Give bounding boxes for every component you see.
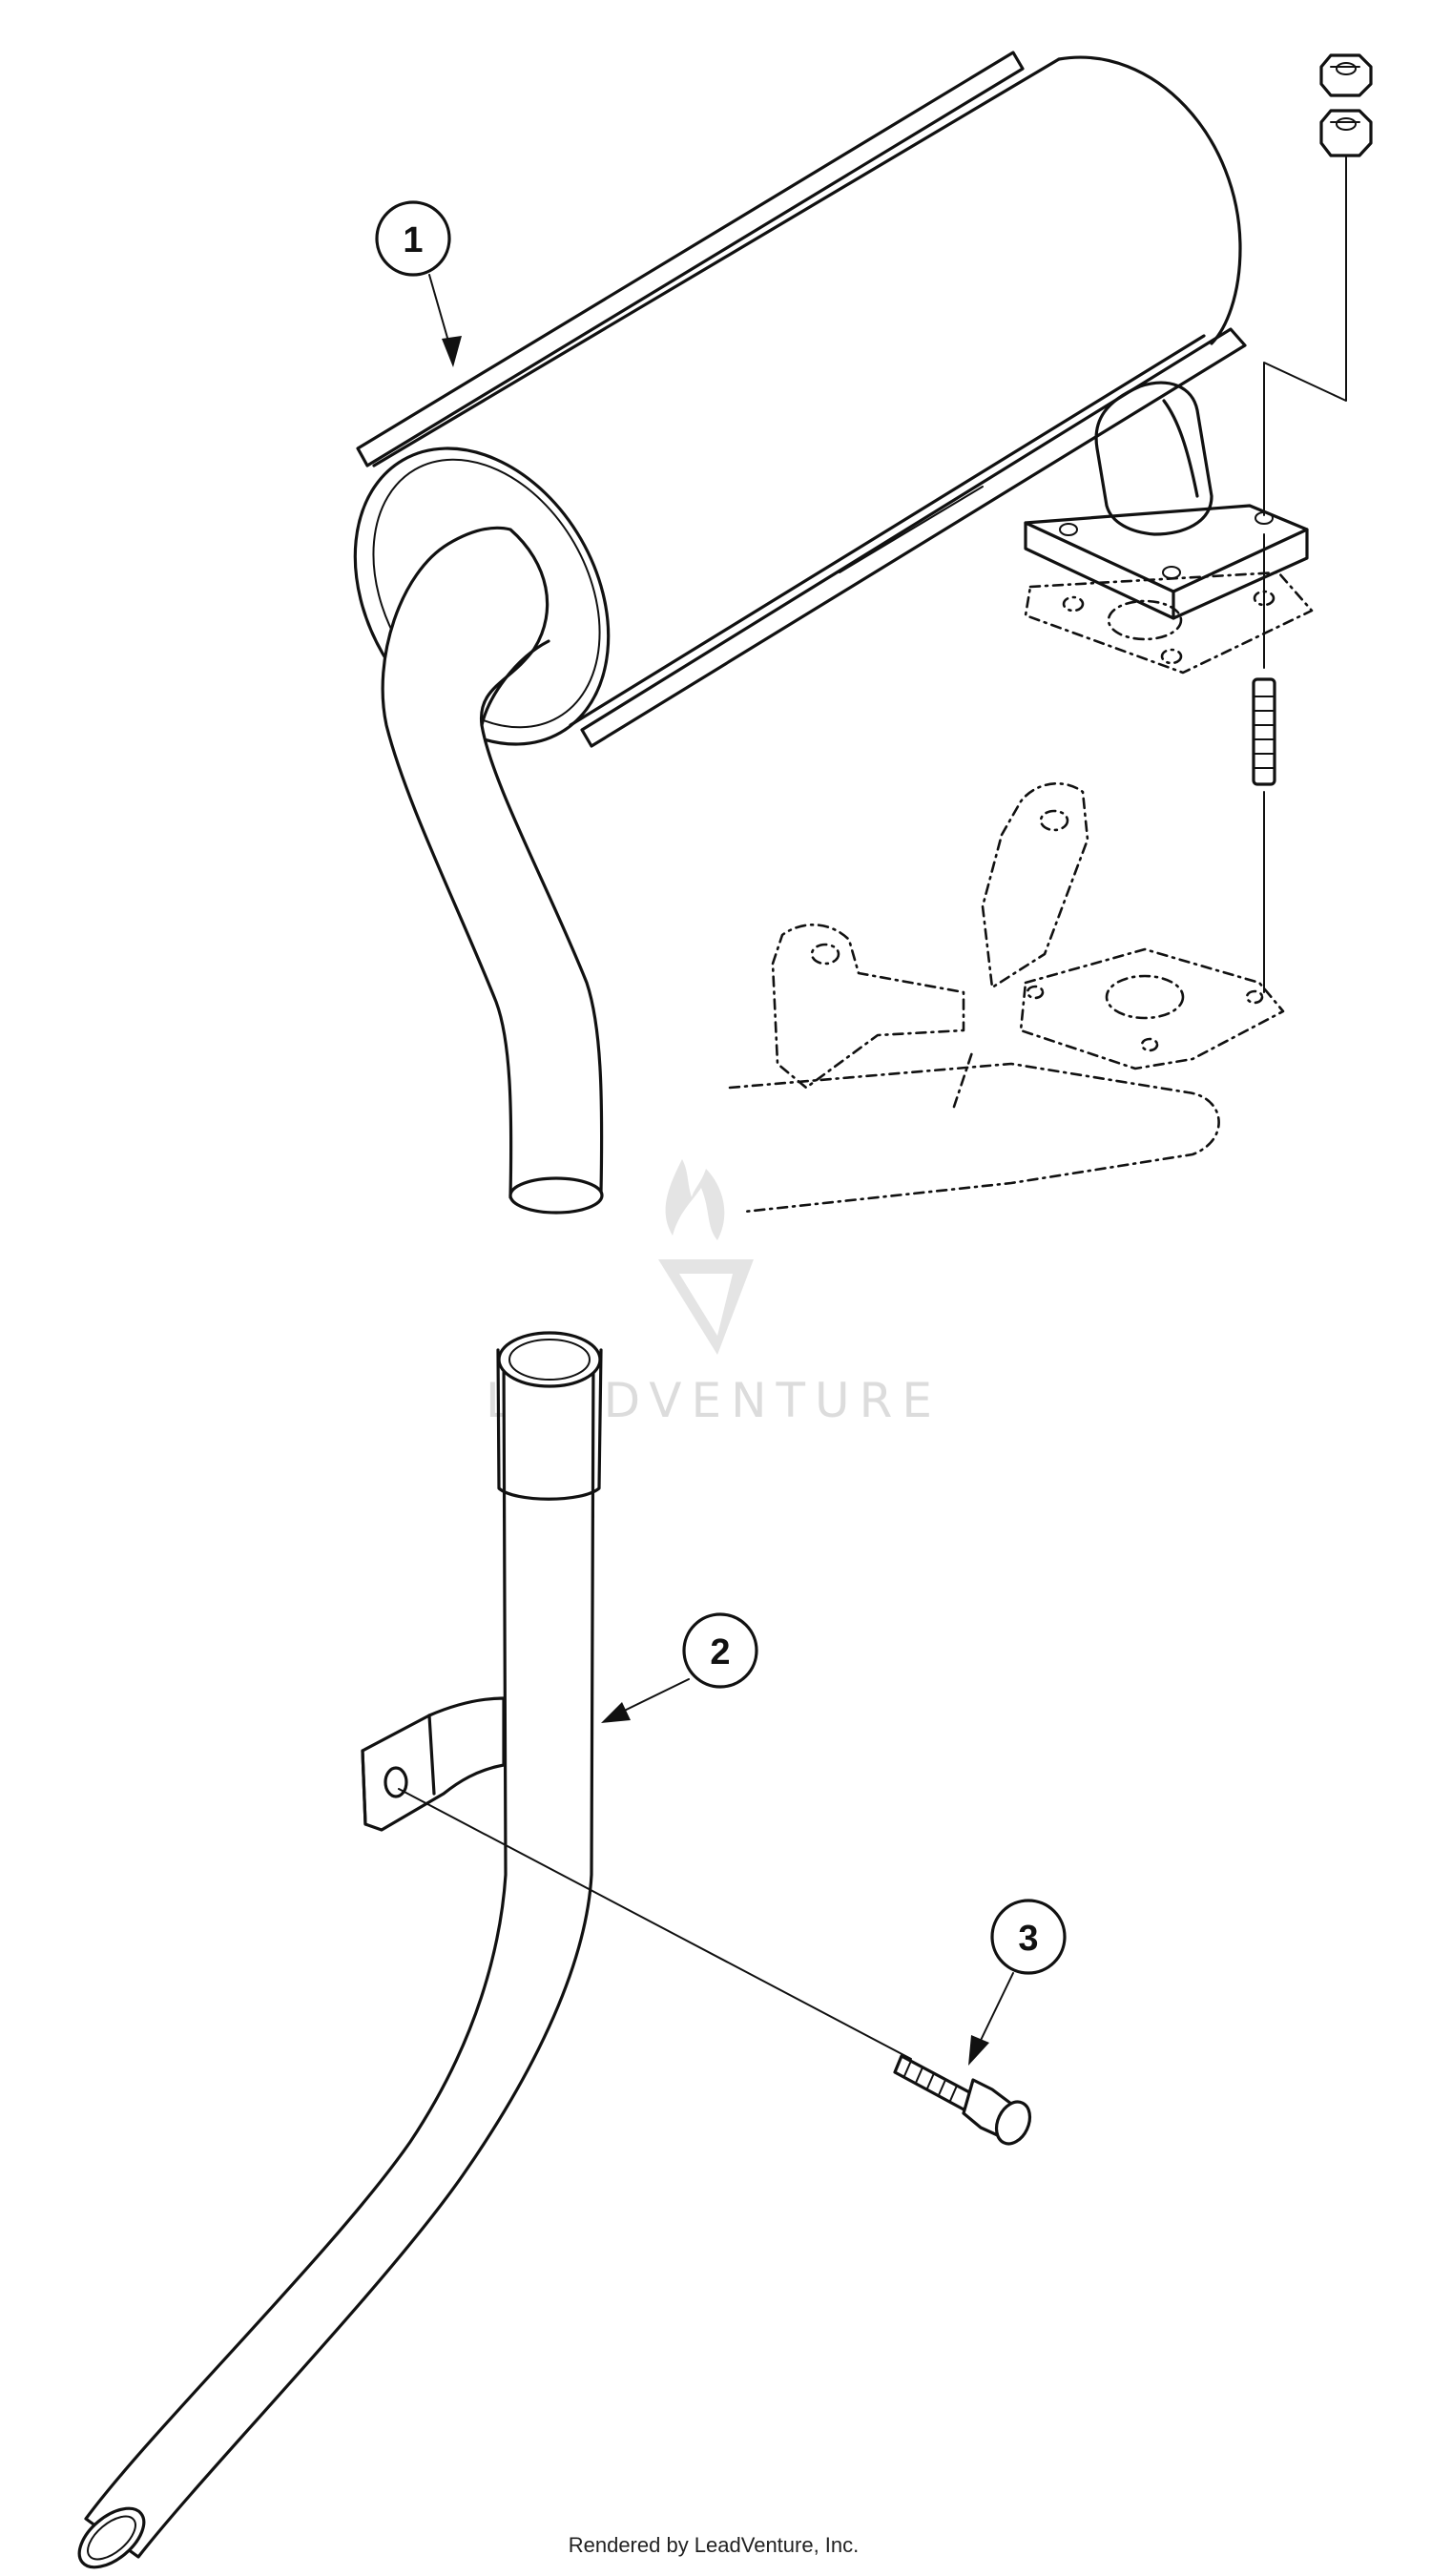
tailpipe-bracket (361, 1696, 506, 1832)
callout-3: 3 (968, 1899, 1067, 2066)
bolt-alignment-line (398, 1788, 912, 2060)
hex-nuts (1263, 53, 1373, 516)
exhaust-gasket (1024, 571, 1314, 675)
exhaust-manifold (728, 782, 1285, 1214)
callout-1: 1 (375, 200, 462, 367)
footer-credit: Rendered by LeadVenture, Inc. (569, 2533, 860, 2557)
leadventure-logo-icon (658, 1159, 754, 1355)
flange-bolt (893, 2054, 1032, 2146)
muffler-tailpipe (381, 526, 604, 1215)
callout-3-label: 3 (1018, 1919, 1038, 1959)
tailpipe (77, 1331, 603, 2569)
exhaust-stud (1252, 533, 1276, 993)
callout-1-label: 1 (403, 220, 423, 260)
callout-2-label: 2 (710, 1632, 730, 1672)
callout-2: 2 (601, 1612, 758, 1723)
